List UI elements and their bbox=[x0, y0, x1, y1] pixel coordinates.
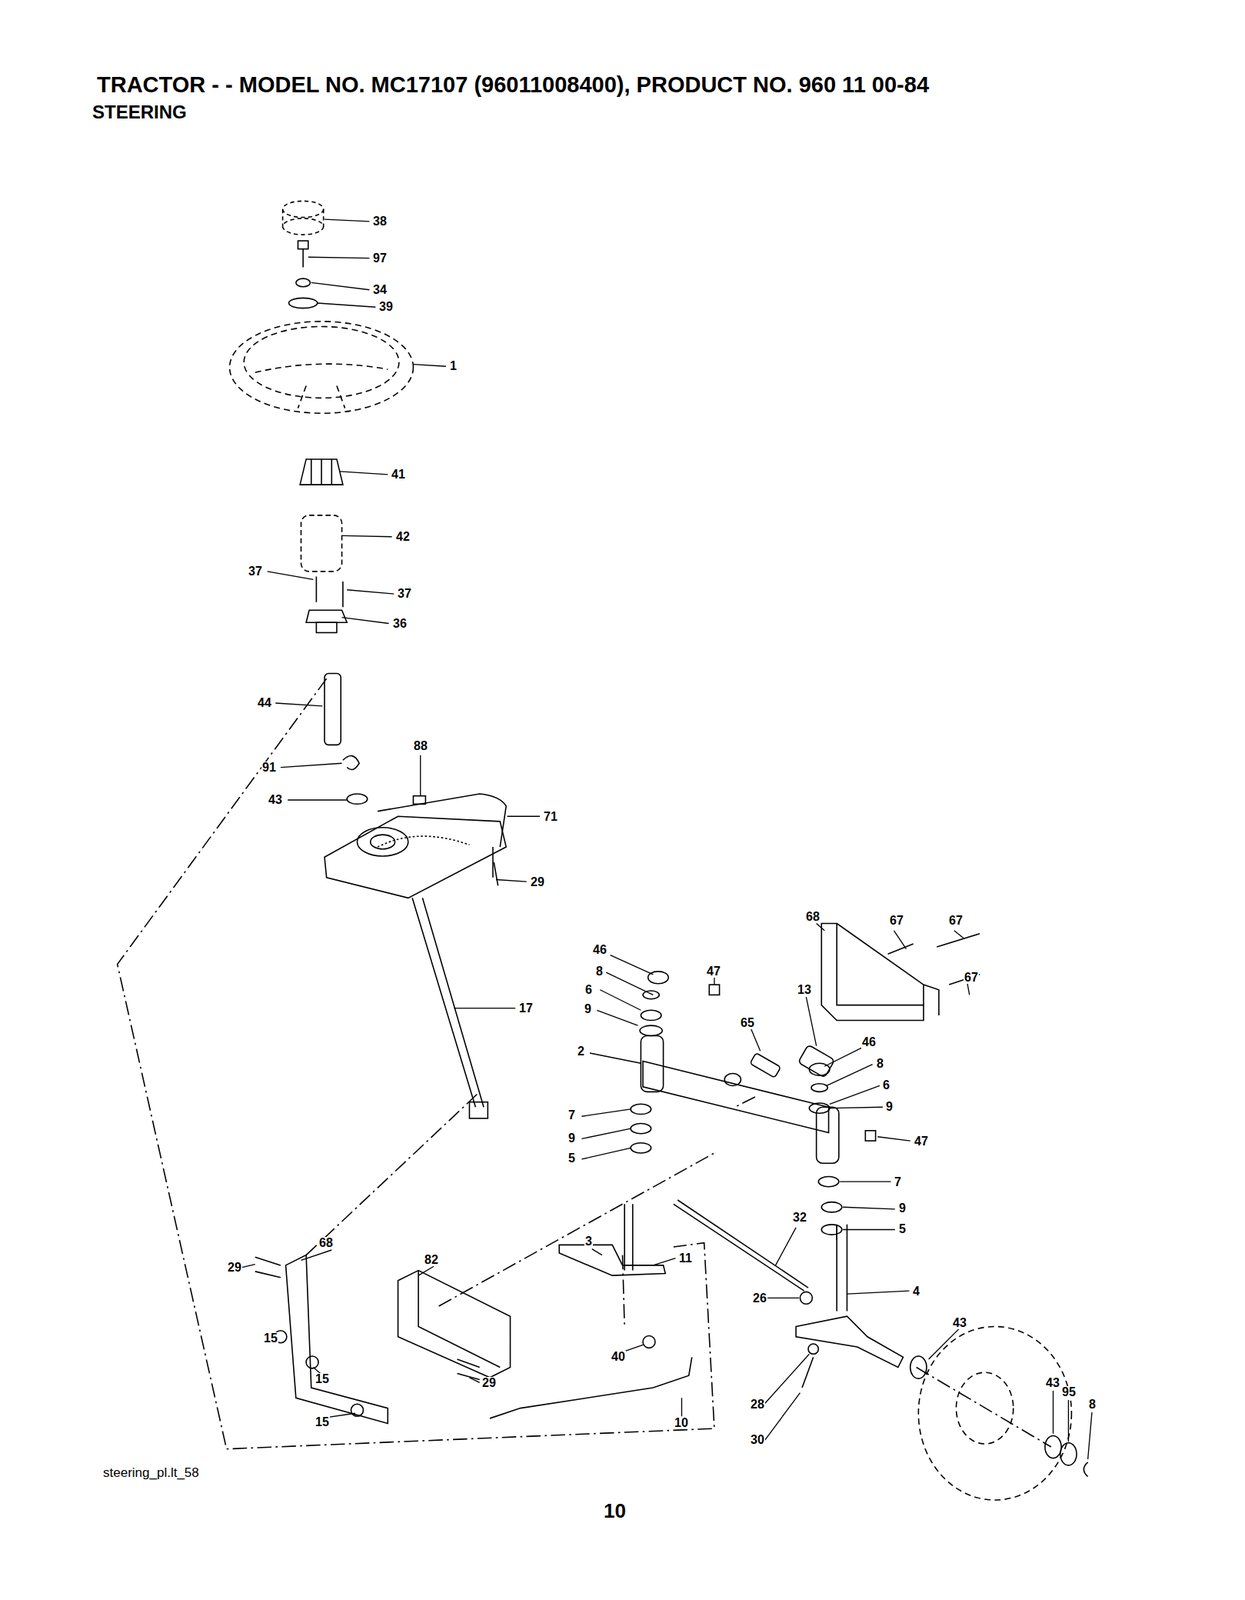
callout-number: 44 bbox=[256, 696, 273, 710]
callout-number: 11 bbox=[678, 1251, 693, 1265]
leader-lines bbox=[242, 219, 1092, 1459]
callout-number: 67 bbox=[963, 971, 979, 984]
callout-number: 97 bbox=[372, 252, 388, 265]
callout-number: 4 bbox=[912, 1284, 921, 1298]
callout-number: 8 bbox=[875, 1057, 885, 1070]
callout-number: 29 bbox=[481, 1376, 497, 1389]
callout-number: 43 bbox=[952, 1316, 968, 1329]
callout-number: 68 bbox=[805, 910, 821, 923]
callout-number: 8 bbox=[1088, 1398, 1097, 1411]
callout-number: 8 bbox=[595, 965, 604, 978]
section-title: STEERING bbox=[91, 103, 188, 122]
callout-number: 95 bbox=[1061, 1385, 1077, 1399]
callout-number: 2 bbox=[576, 1045, 586, 1058]
page-title: TRACTOR - - MODEL NO. MC17107 (960110084… bbox=[96, 73, 929, 97]
callout-number: 71 bbox=[542, 810, 559, 823]
callout-number: 15 bbox=[314, 1415, 330, 1429]
callout-number: 47 bbox=[913, 1135, 929, 1148]
parts-drawing bbox=[117, 200, 1089, 1500]
callout-number: 10 bbox=[673, 1416, 690, 1429]
callout-number: 29 bbox=[529, 875, 546, 889]
callout-number: 68 bbox=[318, 1236, 334, 1249]
callout-number: 29 bbox=[226, 1261, 243, 1274]
callout-number: 88 bbox=[412, 739, 429, 753]
callout-number: 7 bbox=[893, 1175, 903, 1189]
callout-number: 15 bbox=[314, 1372, 330, 1385]
callout-number: 91 bbox=[261, 761, 277, 774]
callout-number: 67 bbox=[948, 914, 964, 927]
callout-number: 37 bbox=[247, 565, 263, 578]
callout-number: 41 bbox=[390, 468, 407, 481]
callout-number: 36 bbox=[392, 617, 408, 630]
callout-number: 82 bbox=[423, 1253, 440, 1266]
callout-number: 65 bbox=[739, 1016, 756, 1029]
callout-number: 38 bbox=[372, 215, 388, 228]
callout-number: 3 bbox=[584, 1235, 593, 1248]
page-number: 10 bbox=[602, 1500, 627, 1521]
callout-number: 26 bbox=[752, 1291, 768, 1305]
callout-number: 39 bbox=[378, 300, 394, 313]
callout-number: 9 bbox=[567, 1131, 576, 1145]
callout-number: 15 bbox=[262, 1331, 279, 1345]
callout-number: 9 bbox=[885, 1100, 894, 1113]
callout-number: 17 bbox=[518, 1001, 534, 1015]
callout-number: 43 bbox=[267, 793, 283, 806]
callout-number: 67 bbox=[888, 914, 905, 927]
callout-number: 5 bbox=[898, 1222, 907, 1236]
callout-number: 28 bbox=[749, 1398, 766, 1411]
callout-number: 5 bbox=[567, 1151, 576, 1165]
callout-number: 42 bbox=[395, 530, 411, 543]
callout-number: 46 bbox=[861, 1035, 877, 1049]
callout-number: 34 bbox=[372, 283, 388, 297]
callout-number: 30 bbox=[749, 1433, 766, 1446]
callout-number: 1 bbox=[449, 359, 458, 373]
callout-number: 13 bbox=[796, 983, 813, 996]
callout-number: 7 bbox=[567, 1108, 576, 1122]
callout-number: 6 bbox=[882, 1078, 891, 1092]
callout-number: 40 bbox=[610, 1350, 626, 1363]
callout-number: 43 bbox=[1045, 1376, 1061, 1389]
callout-number: 9 bbox=[583, 1002, 593, 1016]
callout-number: 37 bbox=[396, 587, 413, 600]
callout-number: 9 bbox=[898, 1201, 907, 1215]
drawing-id: steering_pl.lt_58 bbox=[102, 1465, 200, 1479]
callout-number: 46 bbox=[592, 943, 608, 956]
callout-number: 6 bbox=[584, 983, 593, 996]
callout-number: 47 bbox=[705, 965, 722, 978]
callout-number: 32 bbox=[792, 1211, 808, 1224]
